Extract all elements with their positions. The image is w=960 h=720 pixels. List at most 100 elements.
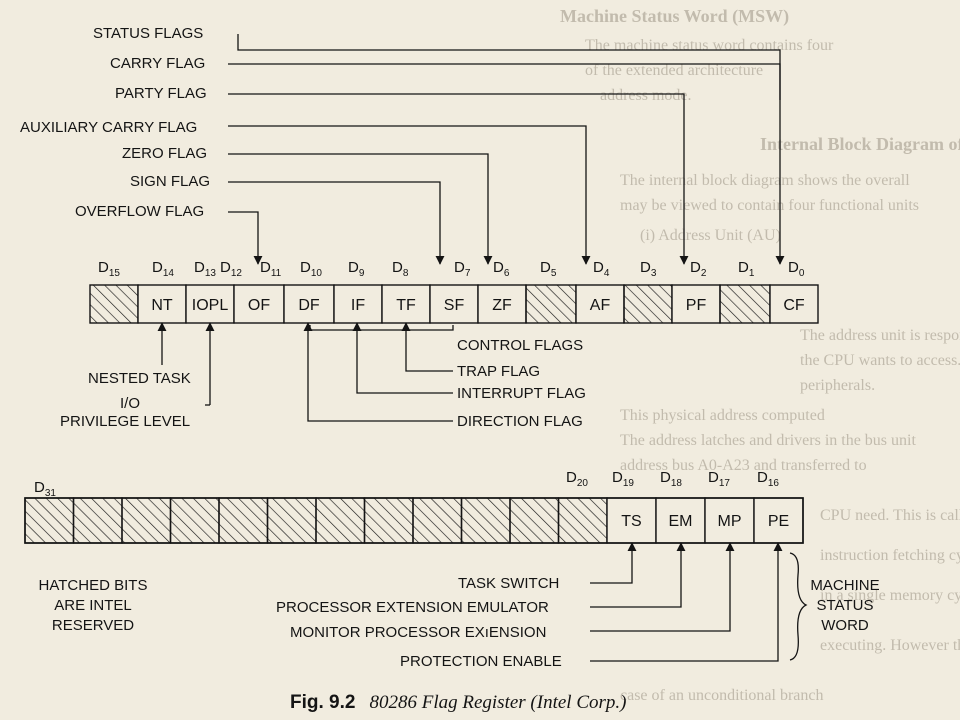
aux-carry-flag-leader	[228, 125, 591, 265]
bit-header-d0: D0	[788, 259, 805, 279]
bottom-flag-labels: CONTROL FLAGS TRAP FLAG INTERRUPT FLAG D…	[60, 337, 586, 430]
figure-caption: Fig. 9.2 80286 Flag Register (Intel Corp.…	[290, 692, 626, 713]
bit-header-d14: D14	[152, 259, 174, 279]
msw-cell-reserved	[169, 497, 220, 544]
flag-cell-text-tf: TF	[396, 297, 416, 314]
bit-header-d16: D16	[757, 469, 779, 489]
flag-cell-reserved	[89, 284, 139, 324]
bit-header-d15: D15	[98, 259, 120, 279]
task-switch-label: TASK SWITCH	[458, 575, 559, 592]
zero-flag-leader	[228, 153, 493, 265]
flag-cell-text-of: OF	[248, 297, 270, 314]
background-bleed-text: Machine Status Word (MSW) The machine st…	[560, 6, 960, 704]
flag-cell-text-zf: ZF	[492, 297, 512, 314]
flag-cell-reserved	[719, 284, 771, 324]
svg-text:CPU need. This is called: CPU need. This is called	[820, 507, 960, 524]
msw-cell-text-mp: MP	[718, 513, 742, 530]
msw-cell-reserved	[557, 497, 608, 544]
msw-label-line-2: STATUS	[817, 597, 874, 614]
msw-cell-reserved	[72, 497, 123, 544]
flag-cell-tf	[381, 284, 431, 324]
msw-cell-reserved	[363, 497, 414, 544]
bit-header-d4: D4	[593, 259, 610, 279]
msw-leader-lines	[590, 542, 808, 662]
bit-header-d6: D6	[493, 259, 510, 279]
svg-text:This physical address computed: This physical address computed	[620, 407, 825, 424]
msw-labels: TASK SWITCH PROCESSOR EXTENSION EMULATOR…	[39, 575, 880, 670]
svg-text:of the extended architecture: of the extended architecture	[585, 62, 763, 79]
msw-cell-reserved	[315, 497, 366, 544]
svg-text:The internal block diagram sho: The internal block diagram shows the ove…	[620, 172, 910, 189]
msw-cell-text-ts: TS	[621, 513, 641, 530]
svg-text:address mode.: address mode.	[600, 87, 692, 104]
msw-cell-reserved	[121, 497, 172, 544]
top-flag-labels: STATUS FLAGS CARRY FLAG PARTY FLAG AUXIL…	[20, 25, 210, 220]
bottom-leader-lines	[157, 322, 454, 422]
msw-cell-reserved	[460, 497, 511, 544]
reserved-label-line-3: RESERVED	[52, 617, 134, 634]
msw-cell-reserved	[218, 497, 269, 544]
bit-header-d3: D3	[640, 259, 657, 279]
zero-flag-label: ZERO FLAG	[122, 145, 207, 162]
flag-cell-reserved	[525, 284, 577, 324]
status-flags-label: STATUS FLAGS	[93, 25, 203, 42]
bit-header-d13: D13	[194, 259, 216, 279]
sign-flag-leader	[228, 181, 445, 265]
control-flags-bracket	[309, 325, 454, 331]
bit-header-d18: D18	[660, 469, 682, 489]
task-switch-leader	[590, 542, 637, 584]
svg-text:instruction fetching cycle: instruction fetching cycle	[820, 547, 960, 564]
flag-cell-text-nt: NT	[151, 297, 173, 314]
bit-header-d9: D9	[348, 259, 365, 279]
flag-cell-af	[575, 284, 625, 324]
svg-text:peripherals.: peripherals.	[800, 377, 875, 394]
msw-cell-text-pe: PE	[768, 513, 789, 530]
msw-cell-reserved	[412, 497, 463, 544]
bit-header-d1: D1	[738, 259, 755, 279]
svg-text:in a single memory cycle: in a single memory cycle	[820, 587, 960, 604]
flag-cell-df	[283, 284, 335, 324]
direction-flag-label: DIRECTION FLAG	[457, 413, 583, 430]
flag-cell-text-cf: CF	[783, 297, 805, 314]
reserved-label-line-1: HATCHED BITS	[39, 577, 148, 594]
interrupt-flag-label: INTERRUPT FLAG	[457, 385, 586, 402]
figure-number: Fig. 9.2	[290, 692, 355, 713]
msw-cell-reserved	[509, 497, 560, 544]
svg-text:The address unit is responsibl: The address unit is responsible for	[800, 327, 960, 344]
bit-header-d20: D20	[566, 469, 588, 489]
bit-header-d5: D5	[540, 259, 557, 279]
proc-ext-emulator-label: PROCESSOR EXTENSION EMULATOR	[276, 599, 549, 616]
svg-text:case of an unconditional branc: case of an unconditional branch	[620, 687, 823, 704]
top-leader-lines	[228, 34, 785, 265]
aux-carry-flag-label: AUXILIARY CARRY FLAG	[20, 119, 197, 136]
bit-header-d7: D7	[454, 259, 471, 279]
flag-cell-iopl	[185, 284, 235, 324]
flag-cell-cf	[769, 284, 819, 324]
privilege-level-label: PRIVILEGE LEVEL	[60, 413, 190, 430]
bit-header-d2: D2	[690, 259, 707, 279]
carry-flag-label: CARRY FLAG	[110, 55, 205, 72]
msw-brace	[789, 552, 808, 661]
flag-cell-text-af: AF	[590, 297, 611, 314]
svg-text:executing. However the intel 8: executing. However the intel 80286	[820, 637, 960, 654]
control-flags-label: CONTROL FLAGS	[457, 337, 583, 354]
nested-task-label: NESTED TASK	[88, 370, 191, 387]
trap-flag-label: TRAP FLAG	[457, 363, 540, 380]
protection-enable-label: PROTECTION ENABLE	[400, 653, 562, 670]
flag-cell-of	[233, 284, 285, 324]
flag-cell-text-iopl: IOPL	[192, 297, 229, 314]
carry-flag-leader	[228, 63, 785, 265]
svg-text:Internal Block Diagram of 8028: Internal Block Diagram of 80286	[760, 134, 960, 154]
flag-cell-text-pf: PF	[686, 297, 707, 314]
proc-ext-emulator-leader	[590, 542, 686, 608]
msw-label-line-1: MACHINE	[810, 577, 879, 594]
svg-text:The address latches and driver: The address latches and drivers in the b…	[620, 432, 916, 449]
figure-title: 80286 Flag Register (Intel Corp.)	[369, 692, 626, 713]
overflow-flag-leader	[228, 211, 263, 265]
